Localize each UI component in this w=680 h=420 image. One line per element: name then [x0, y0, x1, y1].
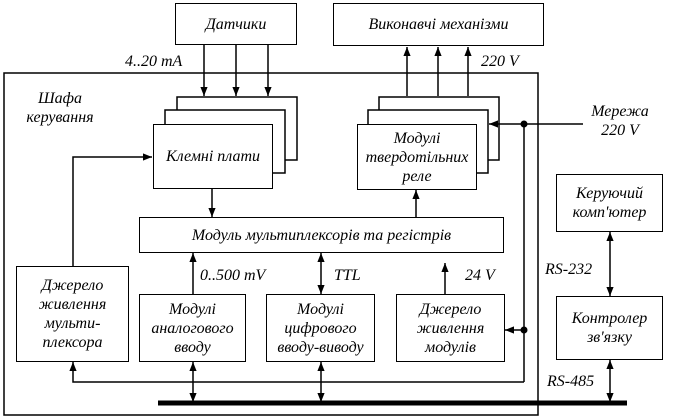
solid-state-modules-block: Модулі твердотільних реле [357, 124, 477, 190]
actuator-voltage-label: 220 V [481, 53, 519, 70]
sensors-block: Датчики [175, 3, 297, 45]
actuators-block: Виконавчі механізми [333, 3, 544, 46]
control-computer-block: Керуючий комп'ютер [556, 174, 663, 232]
digital-io-block: Модулі цифрового вводу-виводу [266, 294, 375, 362]
comm-controller-block: Контролер зв'язку [556, 296, 663, 360]
mux-power-to-terminal-line [72, 153, 152, 266]
power-junction-dot [520, 326, 528, 334]
terminal-boards-block: Клемні плати [153, 124, 273, 189]
rs485-label: RS-485 [547, 373, 595, 390]
analog-range-label: 0..500 mV [200, 267, 266, 284]
mains-label: Мережа 220 V [591, 103, 649, 139]
module-voltage-label: 24 V [465, 267, 495, 284]
internal-power-bus-line [69, 362, 524, 383]
multiplexer-block: Модуль мультиплексорів та регістрів [139, 217, 504, 253]
rs232-label: RS-232 [545, 261, 593, 278]
mains-junction-dot [520, 120, 528, 128]
module-power-block: Джерело живлення модулів [396, 294, 505, 362]
cabinet-frame [3, 72, 539, 416]
mux-power-block: Джерело живлення мульти- плексора [16, 266, 129, 362]
current-range-label: 4..20 mA [125, 53, 183, 70]
ttl-label: TTL [334, 267, 361, 284]
analog-input-block: Модулі аналогового вводу [139, 294, 246, 362]
cabinet-label: Шафа керування [26, 90, 94, 126]
